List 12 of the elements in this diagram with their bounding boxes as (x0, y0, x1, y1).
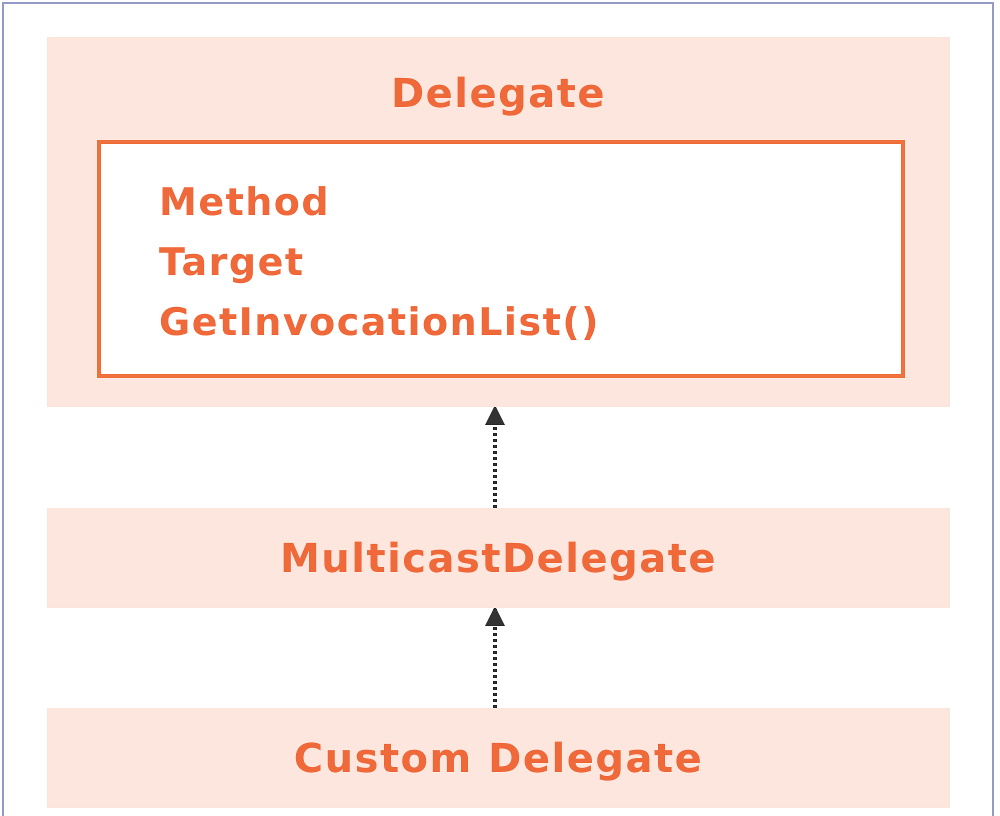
dotted-arrow (485, 405, 505, 508)
class-title: Custom Delegate (292, 736, 704, 782)
class-band (47, 37, 950, 407)
class-band (47, 508, 950, 608)
member-name: Method (159, 180, 330, 224)
class-title: MulticastDelegate (278, 536, 718, 582)
class-band (47, 708, 950, 808)
class-title: Delegate (390, 71, 608, 117)
dotted-arrow (485, 606, 505, 708)
method-name: GetInvocationList() (159, 300, 600, 344)
member-name: Target (159, 240, 305, 284)
member-list-box (97, 140, 905, 378)
